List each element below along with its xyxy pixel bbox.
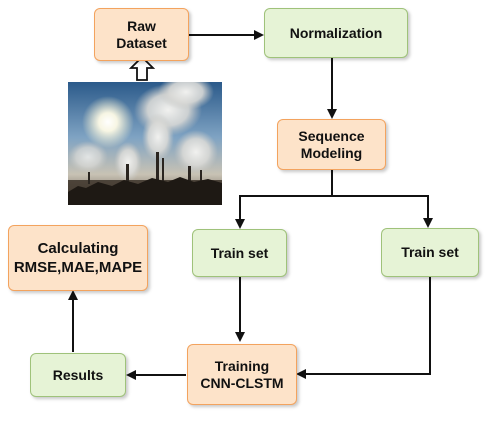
raw-dataset-line-2: Dataset — [116, 34, 167, 51]
hollow-up-arrow-icon — [128, 55, 156, 81]
train-set-left-label: Train set — [210, 244, 269, 261]
train-set-right-label: Train set — [401, 244, 459, 260]
calculating-box: Calculating RMSE,MAE,MAPE — [8, 225, 148, 291]
arrow-train-right-to-training — [296, 277, 431, 379]
raw-dataset-box: Raw Dataset — [94, 8, 189, 61]
arrow-sequence-to-train-right — [332, 195, 433, 228]
sequence-modeling-line-2: Modeling — [300, 144, 363, 161]
calculating-line-1: Calculating — [37, 240, 119, 257]
sequence-modeling-box: Sequence Modeling — [277, 119, 386, 170]
training-box: Training CNN-CLSTM — [187, 344, 297, 405]
calculating-line-2: RMSE,MAE,MAPE — [13, 259, 143, 276]
arrow-sequence-to-train-left — [235, 170, 333, 229]
industrial-smoke-photo — [68, 82, 222, 205]
results-box: Results — [30, 353, 126, 397]
train-set-left-box: Train set — [192, 229, 287, 277]
normalization-box: Normalization — [264, 8, 408, 58]
raw-dataset-line-1: Raw — [127, 17, 156, 34]
results-label: Results — [52, 366, 104, 383]
normalization-label: Normalization — [289, 24, 383, 41]
train-set-right-box: Train set — [381, 228, 479, 277]
sequence-modeling-line-1: Sequence — [298, 127, 365, 144]
training-line-1: Training — [214, 357, 270, 374]
training-line-2: CNN-CLSTM — [200, 374, 284, 391]
